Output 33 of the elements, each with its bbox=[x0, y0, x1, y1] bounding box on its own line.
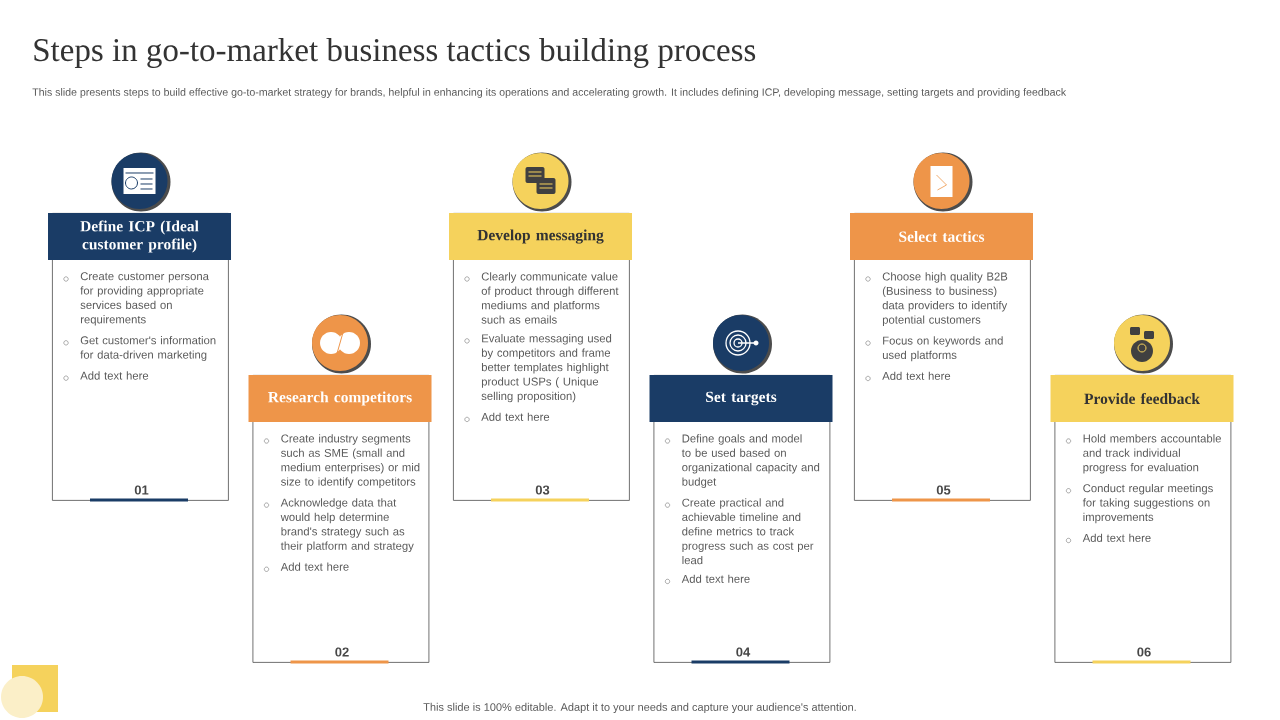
bullet-item: Hold members accountable and track individual progress for evaluation bbox=[1066, 434, 1221, 474]
step-number: 06 bbox=[1137, 647, 1151, 657]
bullet-item: Get customer's information for data-driven marketing bbox=[63, 336, 216, 361]
bullet-item: Add text here bbox=[464, 412, 550, 422]
header-band: Define ICP (Ideal customer profile) bbox=[48, 213, 231, 260]
bullet-item: Create industry segments such as SME (small and medium enterprises) or mid size to identify competitors bbox=[264, 434, 420, 488]
bullet-item: Clearly communicate value of product through different mediums and platforms such as emails bbox=[464, 272, 619, 324]
title: Steps in go-to-market business tactics building process bbox=[34, 38, 756, 68]
step-number: 04 bbox=[736, 647, 751, 657]
bullet-item: Choose high quality B2B (Business to business) data providers to identify potential customers bbox=[865, 272, 1008, 326]
bullet-item: Focus on keywords and used platforms bbox=[865, 336, 1003, 362]
bullet-item: Add text here bbox=[264, 562, 349, 572]
step-number: 03 bbox=[535, 485, 550, 495]
bullet-item: Acknowledge data that would help determine brand's strategy such as their platform and strategy bbox=[264, 498, 414, 553]
bullet-item: Add text here bbox=[665, 574, 750, 584]
bullet-item: Add text here bbox=[865, 371, 951, 381]
bullet-item: Create practical and achievable timeline and define metrics to track progress such as cost per lead bbox=[665, 498, 814, 565]
bullet-item: Evaluate messaging used by competitors and frame better templates highlight product USPs ( Unique selling proposition) bbox=[464, 334, 612, 403]
bullet-item: Add text here bbox=[63, 371, 149, 381]
step-number: 05 bbox=[936, 485, 951, 495]
bullet-item: Define goals and model to be used based on organizational capacity and budget bbox=[665, 434, 820, 488]
header-band: Develop messaging bbox=[449, 213, 632, 260]
bullet-item: Add text here bbox=[1066, 533, 1151, 543]
bullet-item: Create customer persona for providing appropriate services based on requirements bbox=[63, 272, 209, 326]
header-band: Provide feedback bbox=[1050, 375, 1234, 422]
subtitle: This slide presents steps to build effective go-to-market strategy for brands, helpful in enhancing its operations and accelerating growth. It includes defining ICP, developing message, setting targets and providing feedback bbox=[32, 88, 1067, 98]
header-band: Select tactics bbox=[850, 213, 1033, 260]
header-band: Set targets bbox=[649, 375, 833, 422]
header-band: Research competitors bbox=[248, 375, 432, 422]
step-number: 02 bbox=[335, 647, 349, 657]
step-number: 01 bbox=[134, 485, 149, 495]
footer-note: This slide is 100% editable. Adapt it to your needs and capture your audience's attention. bbox=[423, 702, 856, 714]
bullet-item: Conduct regular meetings for taking suggestions on improvements bbox=[1066, 483, 1213, 524]
